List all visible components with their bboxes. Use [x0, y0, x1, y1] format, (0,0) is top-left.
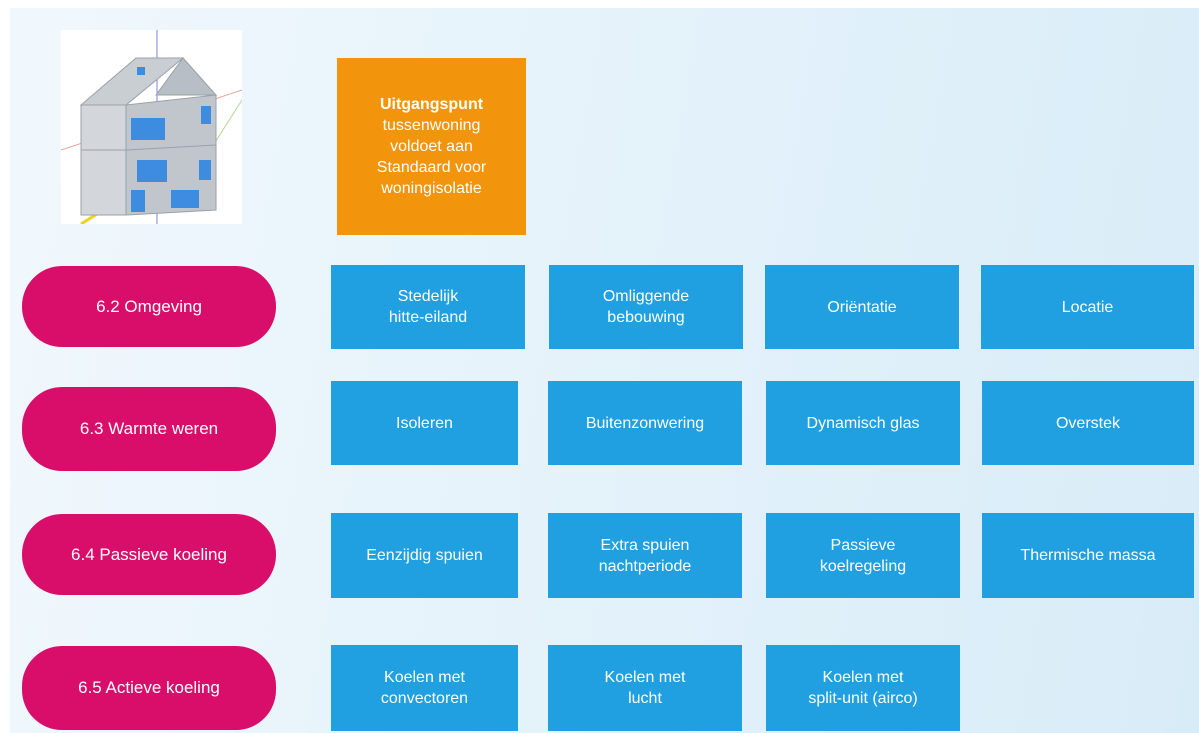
category-actieve-koeling: 6.5 Actieve koeling — [22, 646, 276, 730]
measure-locatie: Locatie — [981, 265, 1194, 349]
measure-buitenzonwering: Buitenzonwering — [548, 381, 742, 465]
measure-dynamisch-glas: Dynamisch glas — [766, 381, 960, 465]
measure-eenzijdig-spuien: Eenzijdig spuien — [331, 513, 518, 598]
measure-koelen-met-lucht: Koelen met lucht — [548, 645, 742, 731]
measure-omliggende-bebouwing: Omliggende bebouwing — [549, 265, 743, 349]
measure-koelen-met-convectoren: Koelen met convectoren — [331, 645, 518, 731]
house-3d-model-image — [61, 30, 242, 224]
measure-isoleren: Isoleren — [331, 381, 518, 465]
category-omgeving: 6.2 Omgeving — [22, 266, 276, 347]
measure-thermische-massa: Thermische massa — [982, 513, 1194, 598]
starting-point-title: Uitgangspunt — [379, 96, 484, 113]
measure-stedelijk-hitte-eiland: Stedelijk hitte-eiland — [331, 265, 525, 349]
category-passieve-koeling: 6.4 Passieve koeling — [22, 514, 276, 595]
measure-overstek: Overstek — [982, 381, 1194, 465]
measure-orientatie: Oriëntatie — [765, 265, 959, 349]
category-warmte-weren: 6.3 Warmte weren — [22, 387, 276, 471]
measure-extra-spuien-nachtperiode: Extra spuien nachtperiode — [548, 513, 742, 598]
measure-passieve-koelregeling: Passieve koelregeling — [766, 513, 960, 598]
starting-point-text: tussenwoning voldoet aan Standaard voor … — [376, 117, 487, 197]
starting-point-box: Uitgangspunt tussenwoning voldoet aan St… — [337, 58, 526, 235]
measure-koelen-met-split-unit: Koelen met split-unit (airco) — [766, 645, 960, 731]
